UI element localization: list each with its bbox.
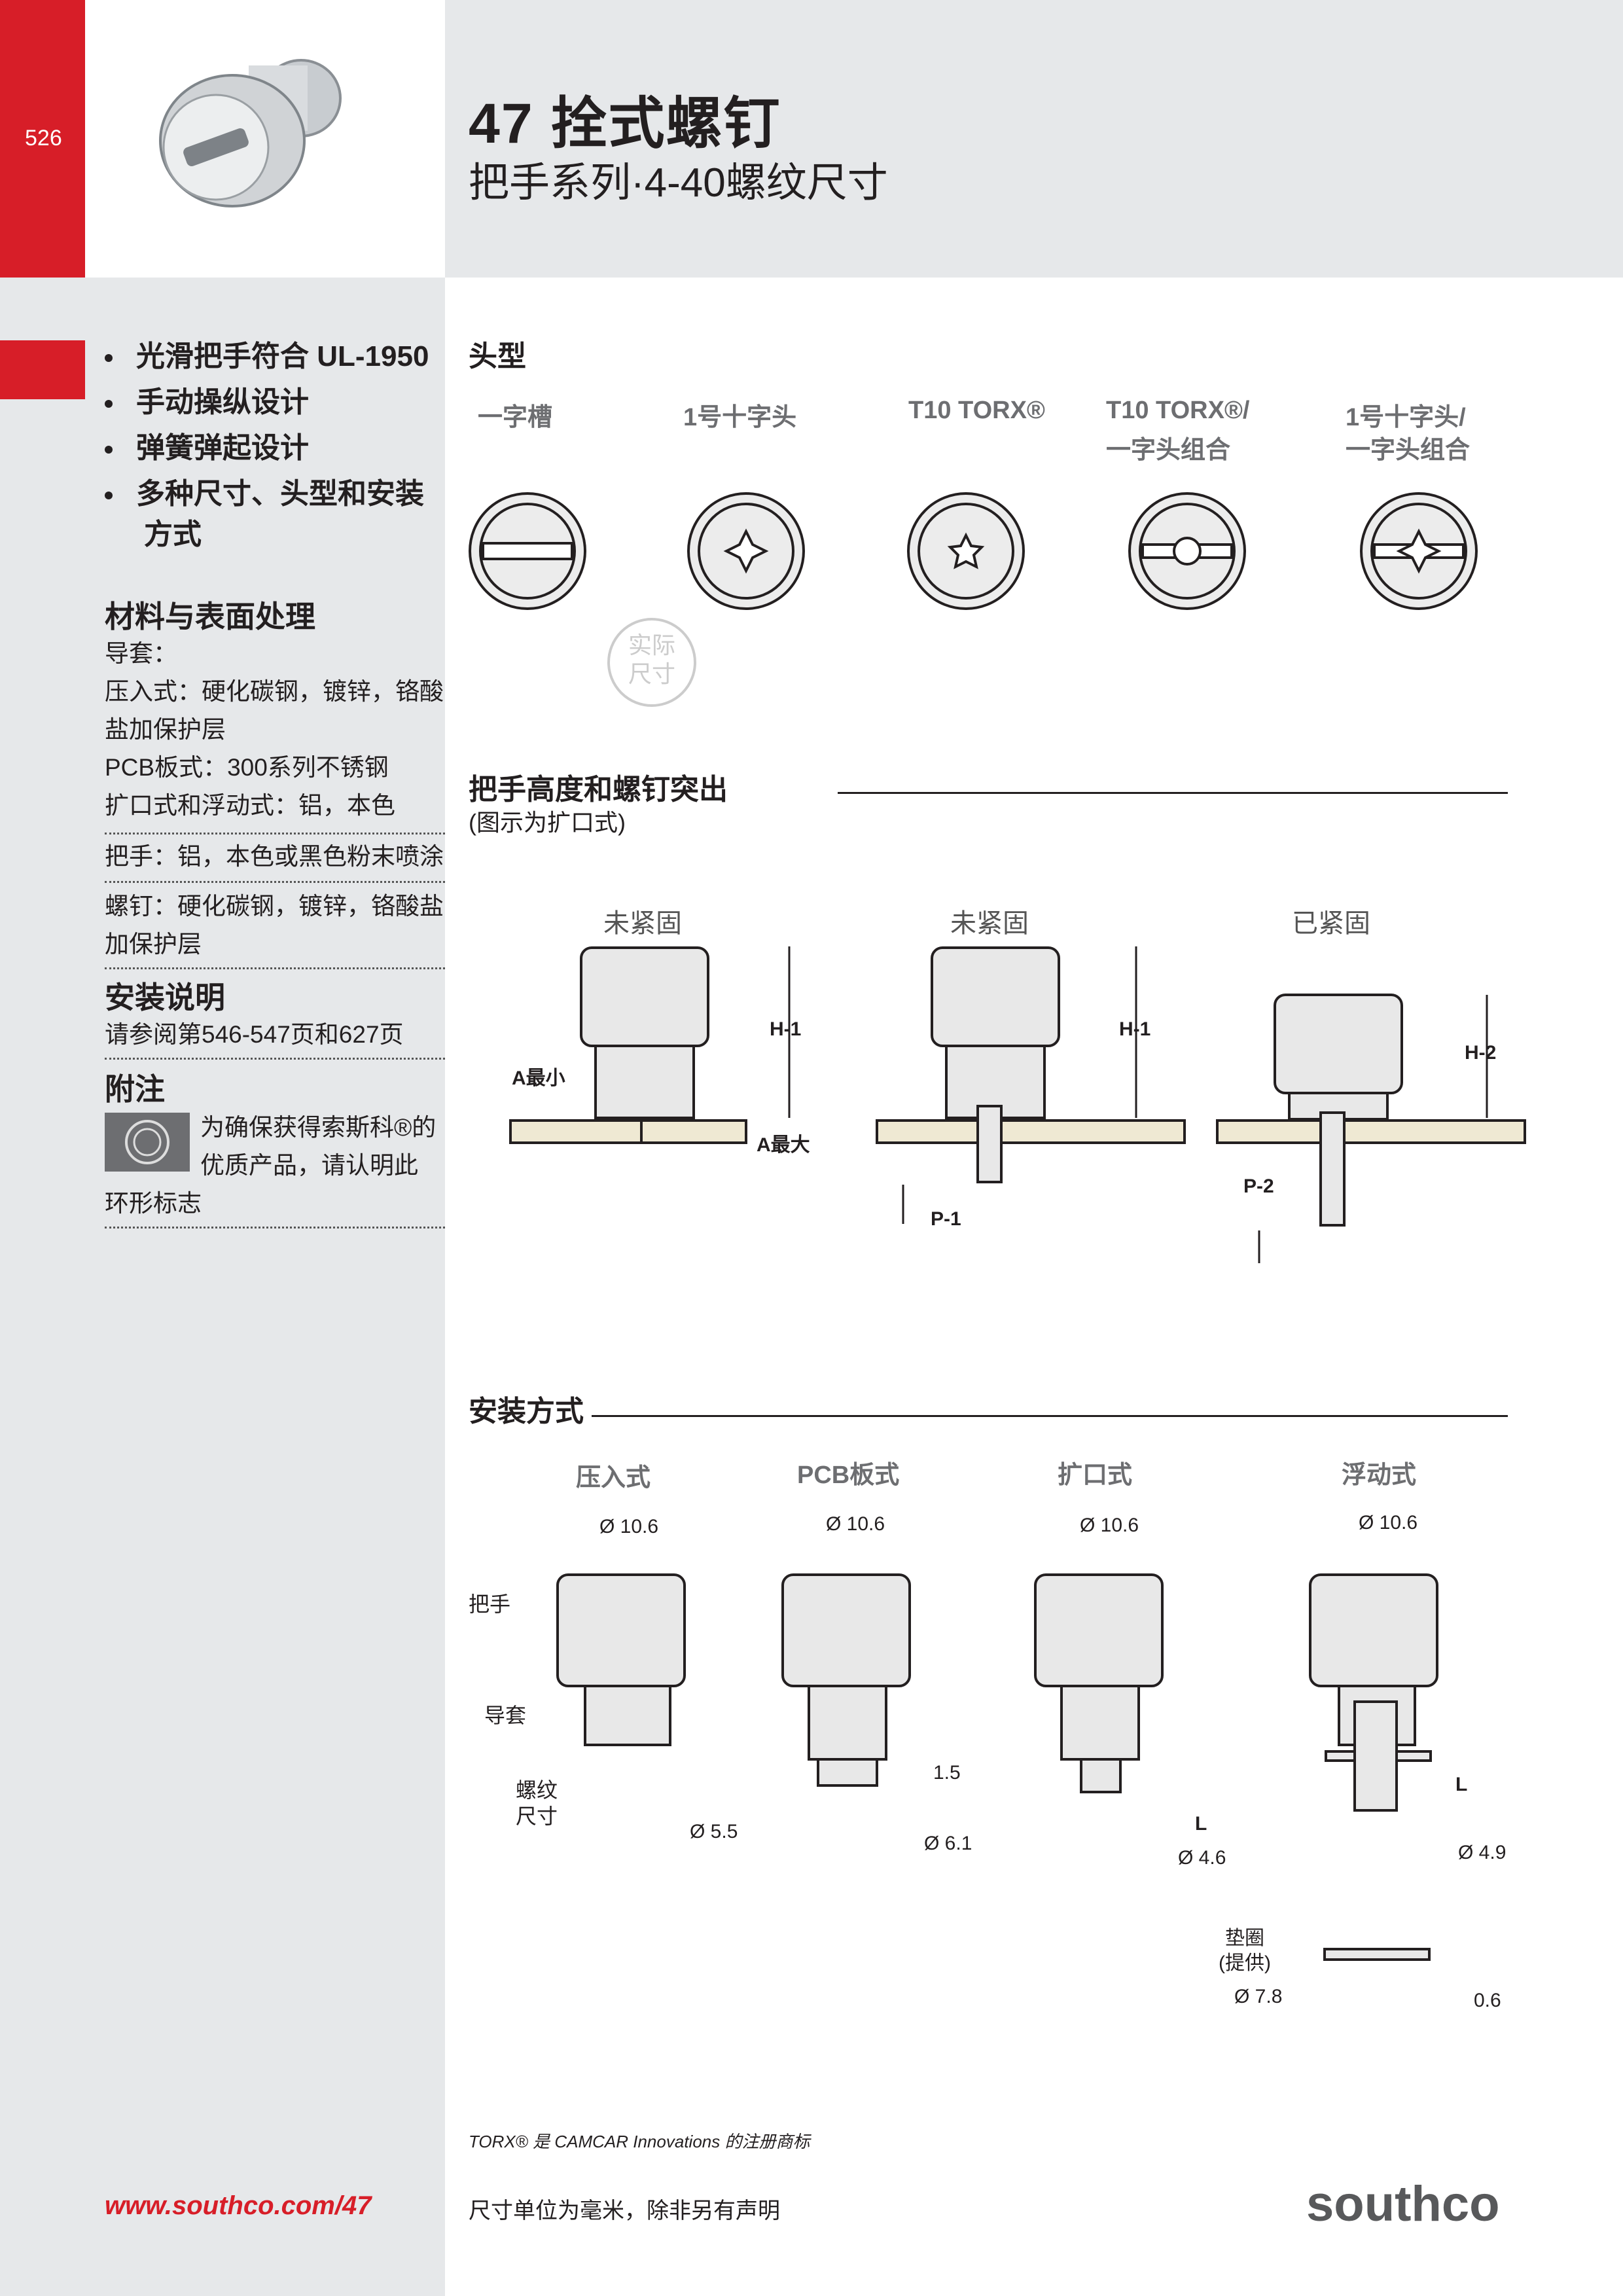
install-type: 扩口式 bbox=[1058, 1462, 1133, 1489]
feature-item: 弹簧弹起设计 bbox=[105, 424, 309, 466]
southco-ring-logo-icon bbox=[105, 1113, 190, 1172]
notes-text-end: 环形标志 bbox=[105, 1190, 202, 1217]
divider bbox=[105, 833, 445, 834]
handle-material: 把手：铝，本色或黑色粉末喷涂 bbox=[105, 843, 444, 870]
install-methods-heading: 安装方式 bbox=[469, 1395, 584, 1427]
product-photo-panel bbox=[85, 0, 445, 278]
section-rule bbox=[838, 792, 1508, 794]
callout-thread: 螺纹 bbox=[516, 1778, 558, 1802]
section-rule bbox=[592, 1415, 1508, 1417]
dim-flare-d: Ø 4.6 bbox=[1178, 1847, 1226, 1869]
dim-top: Ø 10.6 bbox=[1080, 1515, 1139, 1536]
install-type: PCB板式 bbox=[797, 1462, 900, 1489]
dim-float-l: L bbox=[1455, 1774, 1468, 1795]
feature-item: 光滑把手符合 UL-1950 bbox=[105, 332, 429, 374]
header-panel bbox=[445, 0, 1623, 278]
red-header-bar bbox=[0, 0, 85, 278]
state-label: 未紧固 bbox=[950, 909, 1029, 938]
phillips-slot-head-icon bbox=[1360, 492, 1478, 610]
head-type-label: 1号十字头/ bbox=[1346, 404, 1466, 431]
callout-thread-2: 尺寸 bbox=[516, 1804, 558, 1828]
height-drawings bbox=[509, 946, 1526, 1263]
dim-h1: H-1 bbox=[770, 1018, 802, 1040]
dim-top: Ø 10.6 bbox=[599, 1516, 659, 1537]
southco-logo: southco bbox=[1306, 2176, 1500, 2232]
head-type-label: T10 TORX®/ bbox=[1106, 397, 1250, 424]
dim-h2: H-2 bbox=[1465, 1042, 1497, 1064]
callout-handle: 把手 bbox=[469, 1592, 511, 1616]
divider bbox=[105, 967, 445, 969]
website-link[interactable]: www.southco.com/47 bbox=[105, 2191, 372, 2220]
head-type-label-2: 一字头组合 bbox=[1106, 437, 1231, 464]
dim-top: Ø 10.6 bbox=[1359, 1512, 1418, 1534]
state-label: 已紧固 bbox=[1292, 909, 1370, 938]
dim-pcb-d: Ø 6.1 bbox=[924, 1833, 972, 1854]
notes-text: 为确保获得索斯科®的 优质产品，请认明此 bbox=[200, 1114, 437, 1179]
product-photo bbox=[159, 59, 342, 207]
install-drawings bbox=[556, 1573, 1438, 1961]
washer-label-2: (提供) bbox=[1219, 1952, 1271, 1974]
install-type: 浮动式 bbox=[1342, 1462, 1417, 1489]
dim-h1: H-1 bbox=[1119, 1018, 1151, 1040]
actual-size-badge bbox=[607, 618, 696, 707]
head-type-drawings bbox=[469, 492, 1478, 707]
screw-material: 螺钉：硬化碳钢，镀锌，铬酸盐 加保护层 bbox=[105, 893, 444, 958]
actual-size-label: 实际尺寸 bbox=[628, 632, 675, 687]
install-note-text: 请参阅第546-547页和627页 bbox=[105, 1021, 404, 1048]
head-types-heading: 头型 bbox=[469, 340, 526, 372]
materials-heading: 材料与表面处理 bbox=[105, 600, 315, 634]
install-note-heading: 安装说明 bbox=[105, 980, 225, 1014]
state-label: 未紧固 bbox=[603, 909, 682, 938]
page-title: 47 拴式螺钉 bbox=[469, 92, 781, 155]
divider bbox=[105, 881, 445, 883]
dim-p2: P-2 bbox=[1243, 1175, 1274, 1197]
height-subheading: (图示为扩口式) bbox=[469, 809, 626, 836]
head-type-label: 一字槽 bbox=[478, 404, 553, 431]
dim-a-min: A最小 bbox=[512, 1067, 565, 1089]
sidebar-red-tab bbox=[0, 340, 85, 399]
dim-a-max: A最大 bbox=[757, 1134, 810, 1156]
dim-press-d: Ø 5.5 bbox=[690, 1821, 738, 1842]
divider bbox=[105, 1058, 445, 1060]
washer-t: 0.6 bbox=[1474, 1990, 1501, 2011]
feature-item: 手动操纵设计 bbox=[105, 378, 309, 420]
page-subtitle: 把手系列·4-40螺纹尺寸 bbox=[469, 160, 888, 206]
head-type-label: 1号十字头 bbox=[683, 404, 797, 431]
sidebar-panel bbox=[0, 278, 445, 2296]
notes-heading: 附注 bbox=[105, 1072, 165, 1106]
dim-float-d: Ø 4.9 bbox=[1458, 1842, 1507, 1863]
torx-slot-head-icon bbox=[1128, 492, 1246, 610]
dim-pcb-h: 1.5 bbox=[933, 1762, 961, 1784]
dim-p1: P-1 bbox=[931, 1208, 961, 1230]
slot-head-icon bbox=[469, 492, 586, 610]
washer-d: Ø 7.8 bbox=[1234, 1986, 1283, 2007]
washer-label: 垫圈 bbox=[1225, 1928, 1264, 1949]
dim-top: Ø 10.6 bbox=[826, 1513, 885, 1535]
head-type-label: T10 TORX® bbox=[908, 397, 1045, 424]
torx-head-icon bbox=[907, 492, 1025, 610]
units-note: 尺寸单位为毫米，除非另有声明 bbox=[469, 2198, 780, 2223]
dim-flare-l: L bbox=[1195, 1813, 1207, 1835]
page-number: 526 bbox=[25, 126, 62, 151]
materials-text: 导套： 压入式：硬化碳钢，镀锌，铬酸 盐加保护层 PCB板式：300系列不锈钢 … bbox=[105, 640, 444, 819]
callout-sleeve: 导套 bbox=[484, 1704, 527, 1727]
divider bbox=[105, 1227, 445, 1229]
phillips-head-icon bbox=[687, 492, 805, 610]
head-type-label-2: 一字头组合 bbox=[1346, 437, 1471, 464]
height-heading: 把手高度和螺钉突出 bbox=[469, 774, 728, 806]
torx-note: TORX® 是 CAMCAR Innovations 的注册商标 bbox=[469, 2132, 810, 2151]
feature-item: 多种尺寸、头型和安装 bbox=[105, 470, 424, 512]
install-type: 压入式 bbox=[576, 1464, 651, 1492]
feature-item-cont: 方式 bbox=[144, 518, 202, 550]
